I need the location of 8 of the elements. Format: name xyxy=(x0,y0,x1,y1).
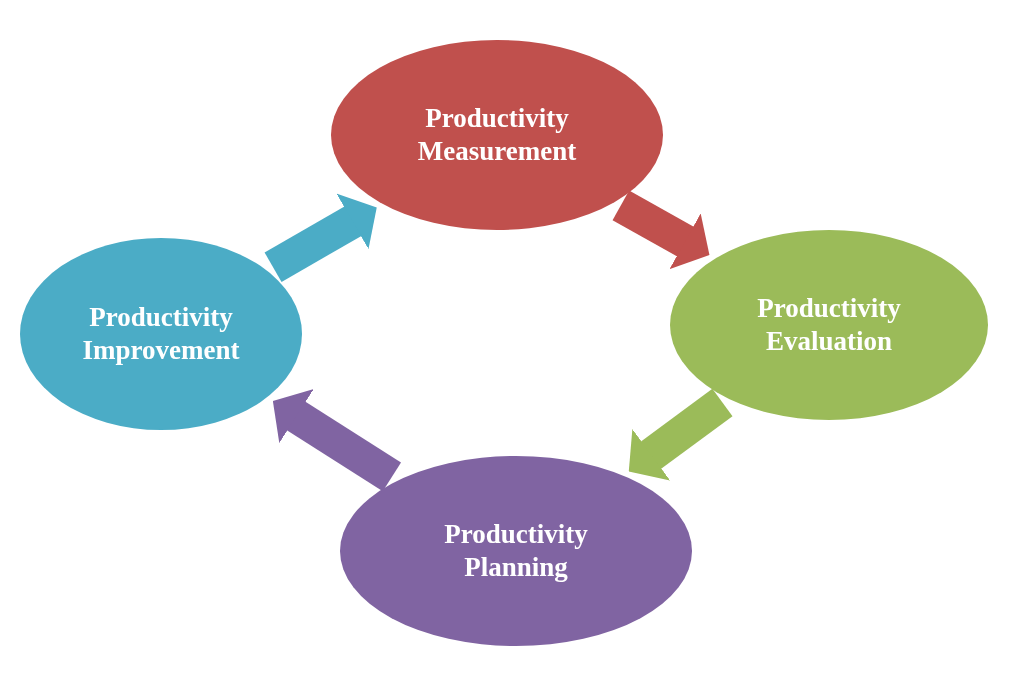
stage-label: Productivity Measurement xyxy=(416,102,578,168)
block-arrow xyxy=(612,190,710,270)
stage-label: Productivity Evaluation xyxy=(756,292,902,358)
stage-label: Productivity Planning xyxy=(443,518,589,584)
stage-label: Productivity Improvement xyxy=(81,301,241,367)
block-arrow xyxy=(628,388,733,481)
block-arrow xyxy=(264,193,377,282)
block-arrow xyxy=(272,389,402,492)
